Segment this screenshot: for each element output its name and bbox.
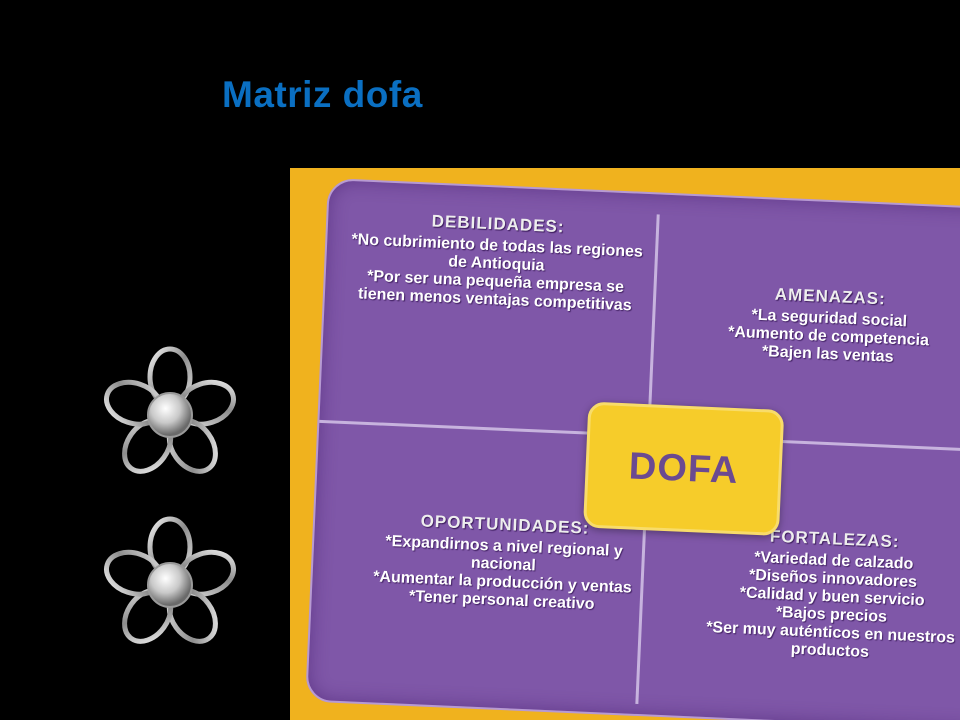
quadrant-amenazas: AMENAZAS: *La seguridad social *Aumento …: [678, 281, 960, 370]
dofa-center-box: DOFA: [582, 401, 785, 537]
dofa-center-label: DOFA: [628, 444, 740, 492]
slide-title: Matriz dofa: [222, 74, 423, 115]
dofa-matrix-image: DEBILIDADES: *No cubrimiento de todas la…: [290, 168, 960, 720]
silver-flower-icon: [104, 516, 236, 644]
quadrant-fortalezas: FORTALEZAS: *Variedad de calzado *Diseño…: [665, 523, 960, 667]
quadrant-debilidades: DEBILIDADES: *No cubrimiento de todas la…: [345, 209, 649, 316]
silver-flower-icon: [104, 346, 236, 474]
dofa-board: DEBILIDADES: *No cubrimiento de todas la…: [305, 178, 960, 720]
